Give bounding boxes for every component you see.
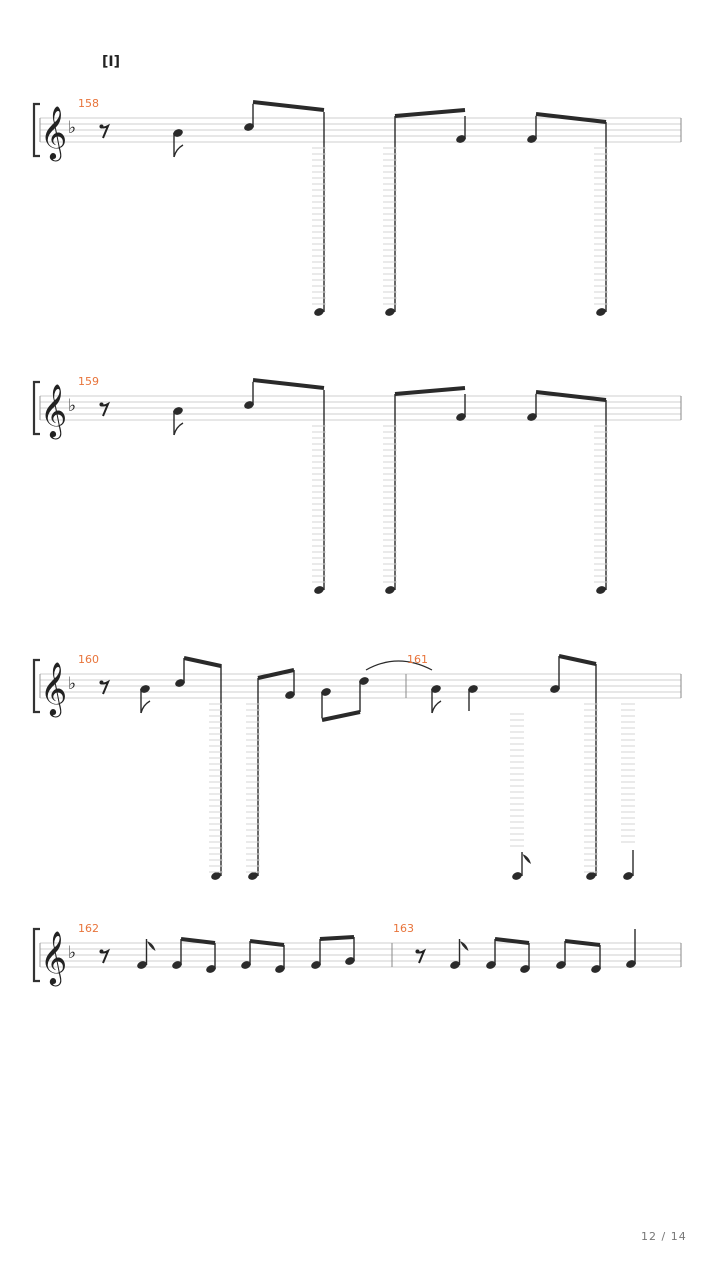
note-beam: [535, 112, 607, 124]
note-head: [244, 123, 254, 131]
system-bracket: [32, 102, 40, 158]
note-head: [241, 961, 251, 969]
eighth-rest-dot: [99, 124, 104, 129]
system-bracket: [32, 927, 40, 983]
note-head: [211, 872, 221, 880]
note-head: [172, 961, 182, 969]
note-head: [556, 961, 566, 969]
note-head: [586, 872, 596, 880]
note-beam: [564, 939, 601, 947]
section-marker: [I]: [102, 54, 121, 70]
measure-number: 160: [78, 653, 99, 666]
page-number: 12 / 14: [641, 1230, 687, 1243]
note-flag: [173, 144, 184, 158]
note-beam: [180, 937, 216, 945]
measure-number: 161: [407, 653, 428, 666]
note-head: [520, 965, 530, 973]
measure-number: 163: [393, 922, 414, 935]
note-head: [486, 961, 496, 969]
note-head: [244, 401, 254, 409]
treble-clef-icon: 𝄞: [40, 930, 67, 986]
note-head: [596, 586, 606, 594]
note-head: [527, 413, 537, 421]
note-flag: [459, 939, 469, 951]
note-head: [173, 129, 183, 137]
note-flag: [146, 939, 156, 951]
note-head: [359, 677, 369, 685]
key-signature-flat-icon: ♭: [68, 943, 76, 963]
note-head: [385, 308, 395, 316]
note-head: [385, 586, 395, 594]
note-head: [285, 691, 295, 699]
note-beam: [257, 668, 295, 680]
note-head: [450, 961, 460, 969]
note-beam: [535, 390, 607, 402]
note-head: [314, 586, 324, 594]
note-head: [626, 960, 636, 968]
eighth-rest-dot: [99, 402, 104, 407]
note-flag: [522, 852, 531, 864]
note-beam: [249, 939, 285, 947]
measure-number: 162: [78, 922, 99, 935]
note-head: [137, 961, 147, 969]
page-current: 12: [641, 1230, 657, 1243]
tie: [365, 660, 433, 671]
note-head: [468, 685, 478, 693]
note-head: [275, 965, 285, 973]
note-head: [175, 679, 185, 687]
page-separator: /: [661, 1230, 667, 1243]
measure-number: 159: [78, 375, 99, 388]
eighth-rest-dot: [99, 949, 104, 954]
note-head: [206, 965, 216, 973]
note-head: [248, 872, 258, 880]
note-head: [140, 685, 150, 693]
note-head: [311, 961, 321, 969]
treble-clef-icon: 𝄞: [40, 105, 67, 161]
note-head: [550, 685, 560, 693]
note-flag: [140, 700, 151, 714]
key-signature-flat-icon: ♭: [68, 674, 76, 694]
note-head: [591, 965, 601, 973]
note-head: [512, 872, 522, 880]
note-head: [345, 957, 355, 965]
note-head: [456, 413, 466, 421]
note-beam: [319, 935, 355, 941]
note-head: [527, 135, 537, 143]
note-beam: [183, 656, 222, 668]
note-beam: [494, 937, 530, 945]
treble-clef-icon: 𝄞: [40, 383, 67, 439]
note-beam: [394, 386, 466, 396]
eighth-rest-dot: [415, 949, 420, 954]
note-head: [596, 308, 606, 316]
key-signature-flat-icon: ♭: [68, 118, 76, 138]
note-head: [173, 407, 183, 415]
eighth-rest-dot: [99, 680, 104, 685]
note-head: [456, 135, 466, 143]
note-beam: [394, 108, 466, 118]
system-bracket: [32, 658, 40, 714]
note-head: [431, 685, 441, 693]
treble-clef-icon: 𝄞: [40, 661, 67, 717]
note-beam: [321, 710, 361, 722]
key-signature-flat-icon: ♭: [68, 396, 76, 416]
note-beam: [252, 100, 325, 112]
page-total: 14: [670, 1230, 687, 1243]
note-head: [321, 688, 331, 696]
note-flag: [431, 700, 442, 714]
note-head: [623, 872, 633, 880]
measure-number: 158: [78, 97, 99, 110]
note-head: [314, 308, 324, 316]
note-beam: [252, 378, 325, 390]
system-bracket: [32, 380, 40, 436]
note-flag: [173, 422, 184, 436]
note-beam: [558, 654, 597, 666]
